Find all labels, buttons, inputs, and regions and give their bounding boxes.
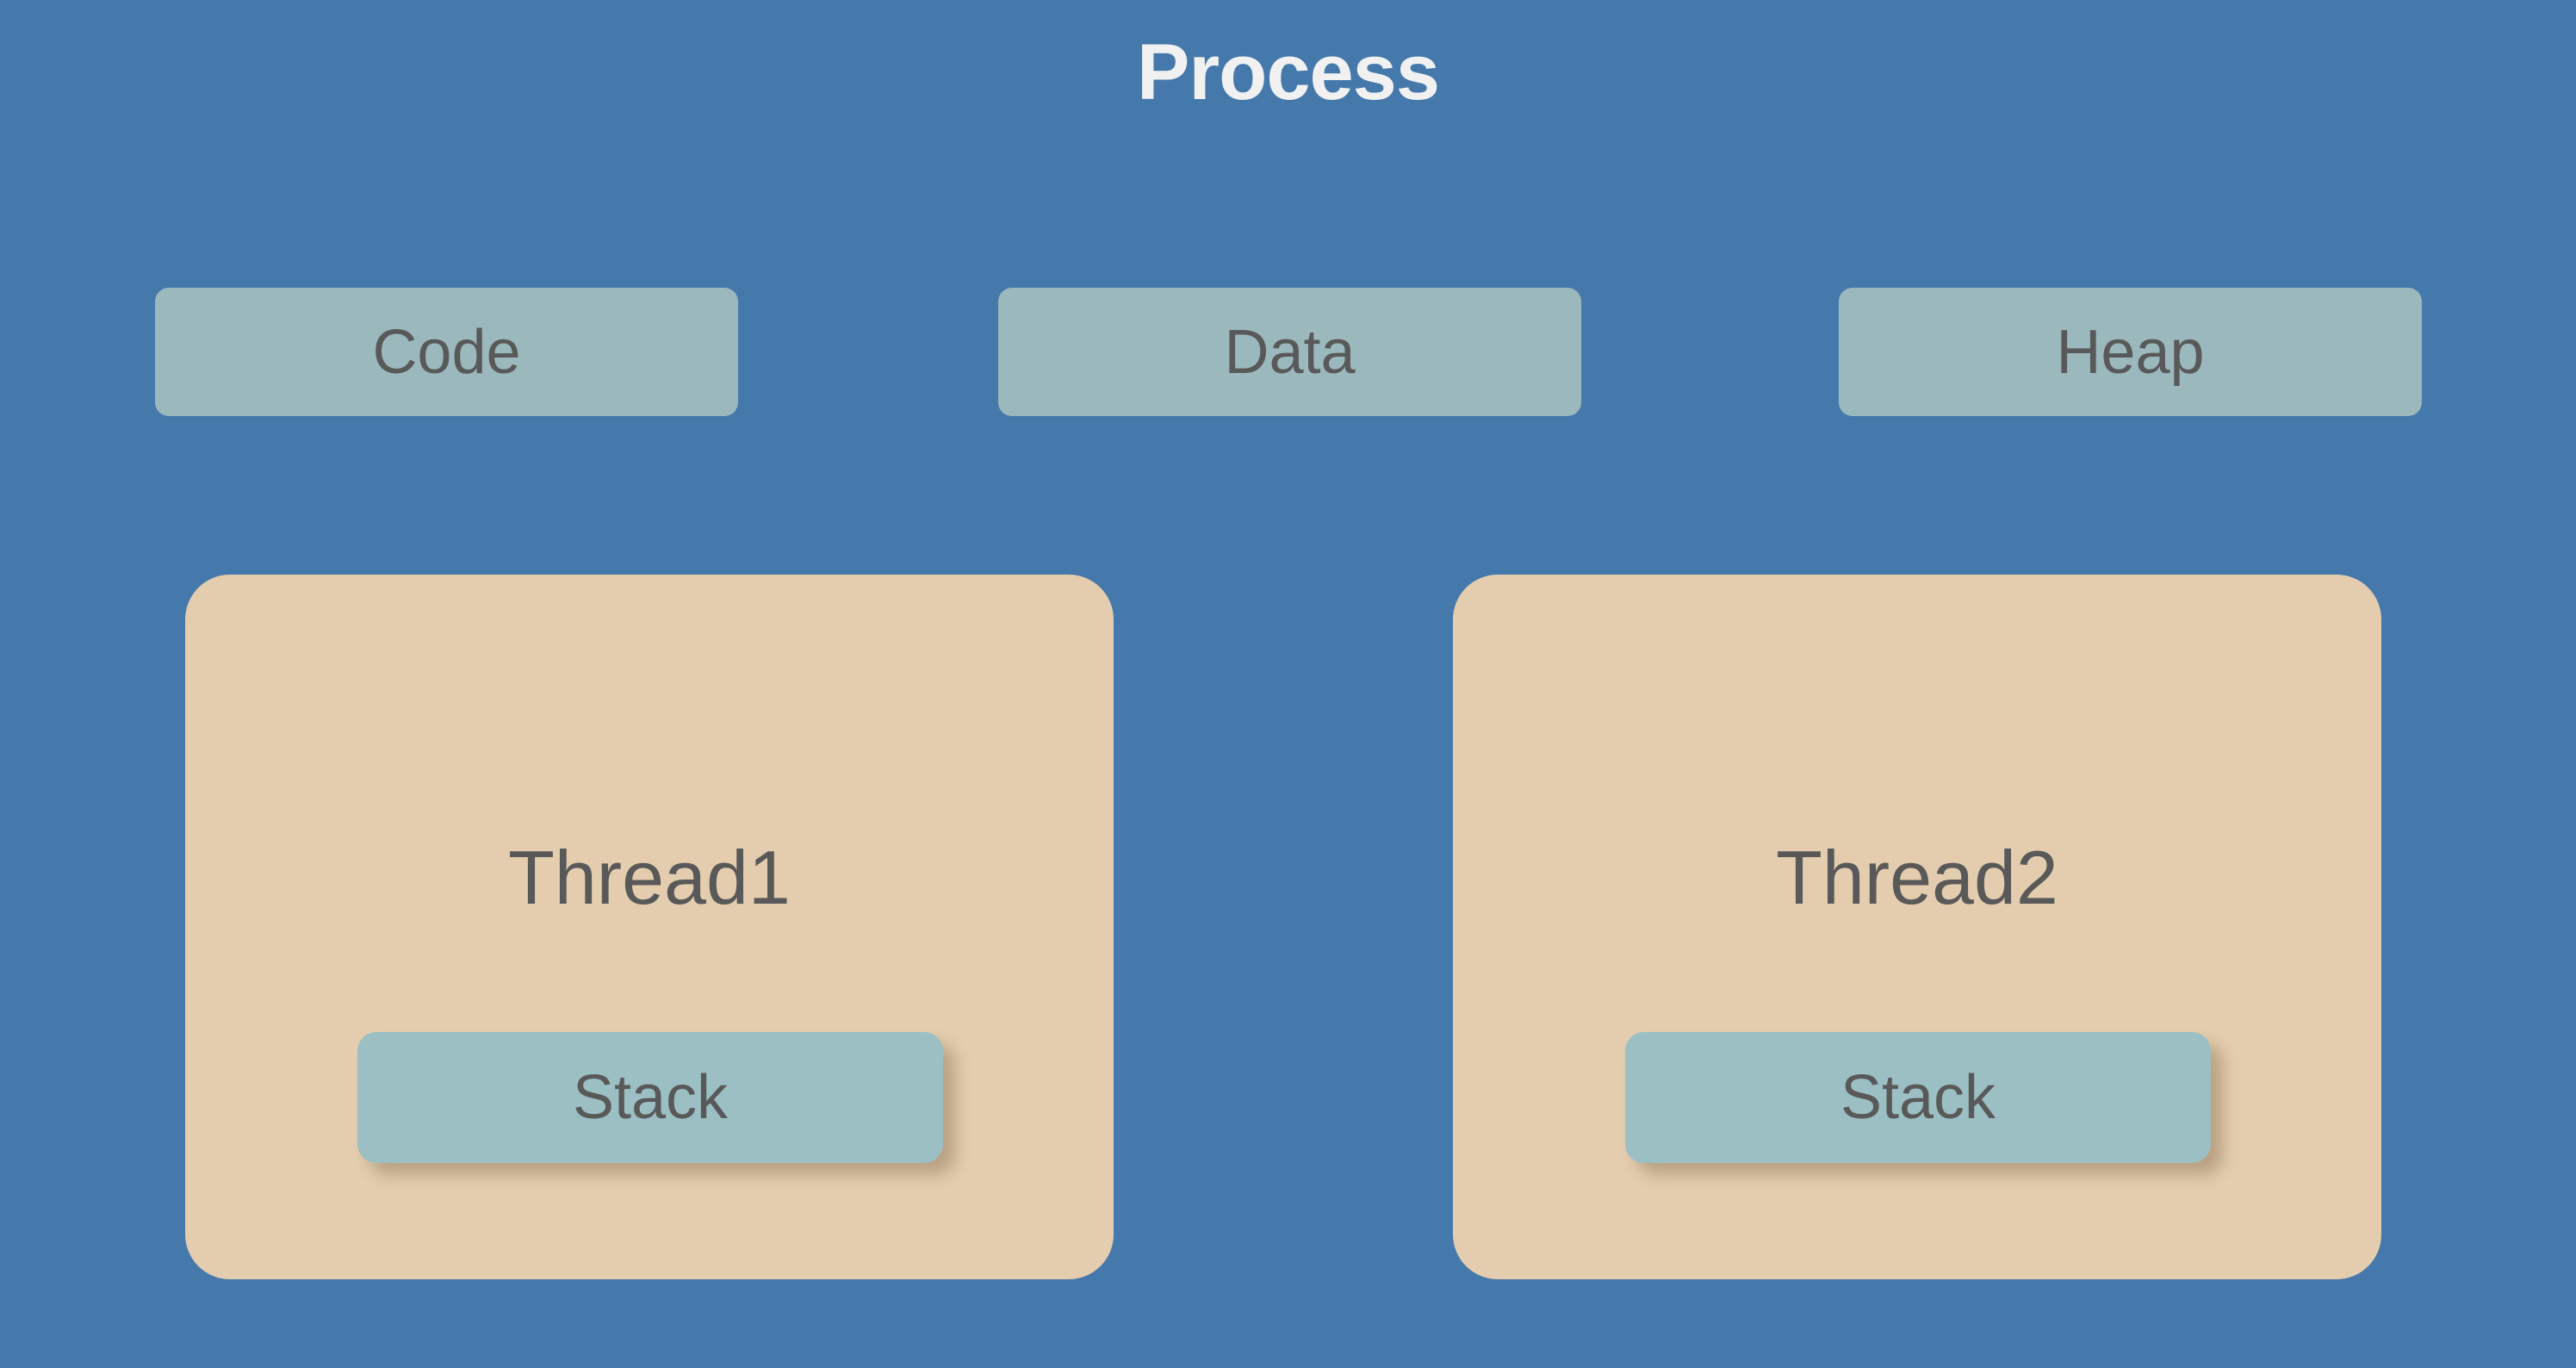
- segment-box-heap[interactable]: Heap: [1839, 288, 2422, 416]
- stack-box-thread2[interactable]: Stack: [1625, 1032, 2211, 1163]
- segment-label-data: Data: [1224, 317, 1356, 387]
- segment-label-code: Code: [372, 317, 521, 387]
- thread-box-thread1[interactable]: Thread1 Stack: [185, 575, 1114, 1279]
- thread-label-thread1: Thread1: [508, 835, 791, 920]
- page-title: Process: [1136, 28, 1440, 116]
- stack-label-thread2: Stack: [1840, 1063, 1996, 1132]
- stack-label-thread1: Stack: [572, 1063, 729, 1132]
- stack-box-thread1[interactable]: Stack: [357, 1032, 943, 1163]
- thread-box-thread2[interactable]: Thread2 Stack: [1453, 575, 2381, 1279]
- thread-label-thread2: Thread2: [1776, 835, 2058, 920]
- segment-box-code[interactable]: Code: [155, 288, 738, 416]
- segment-box-data[interactable]: Data: [998, 288, 1581, 416]
- segment-label-heap: Heap: [2056, 317, 2205, 387]
